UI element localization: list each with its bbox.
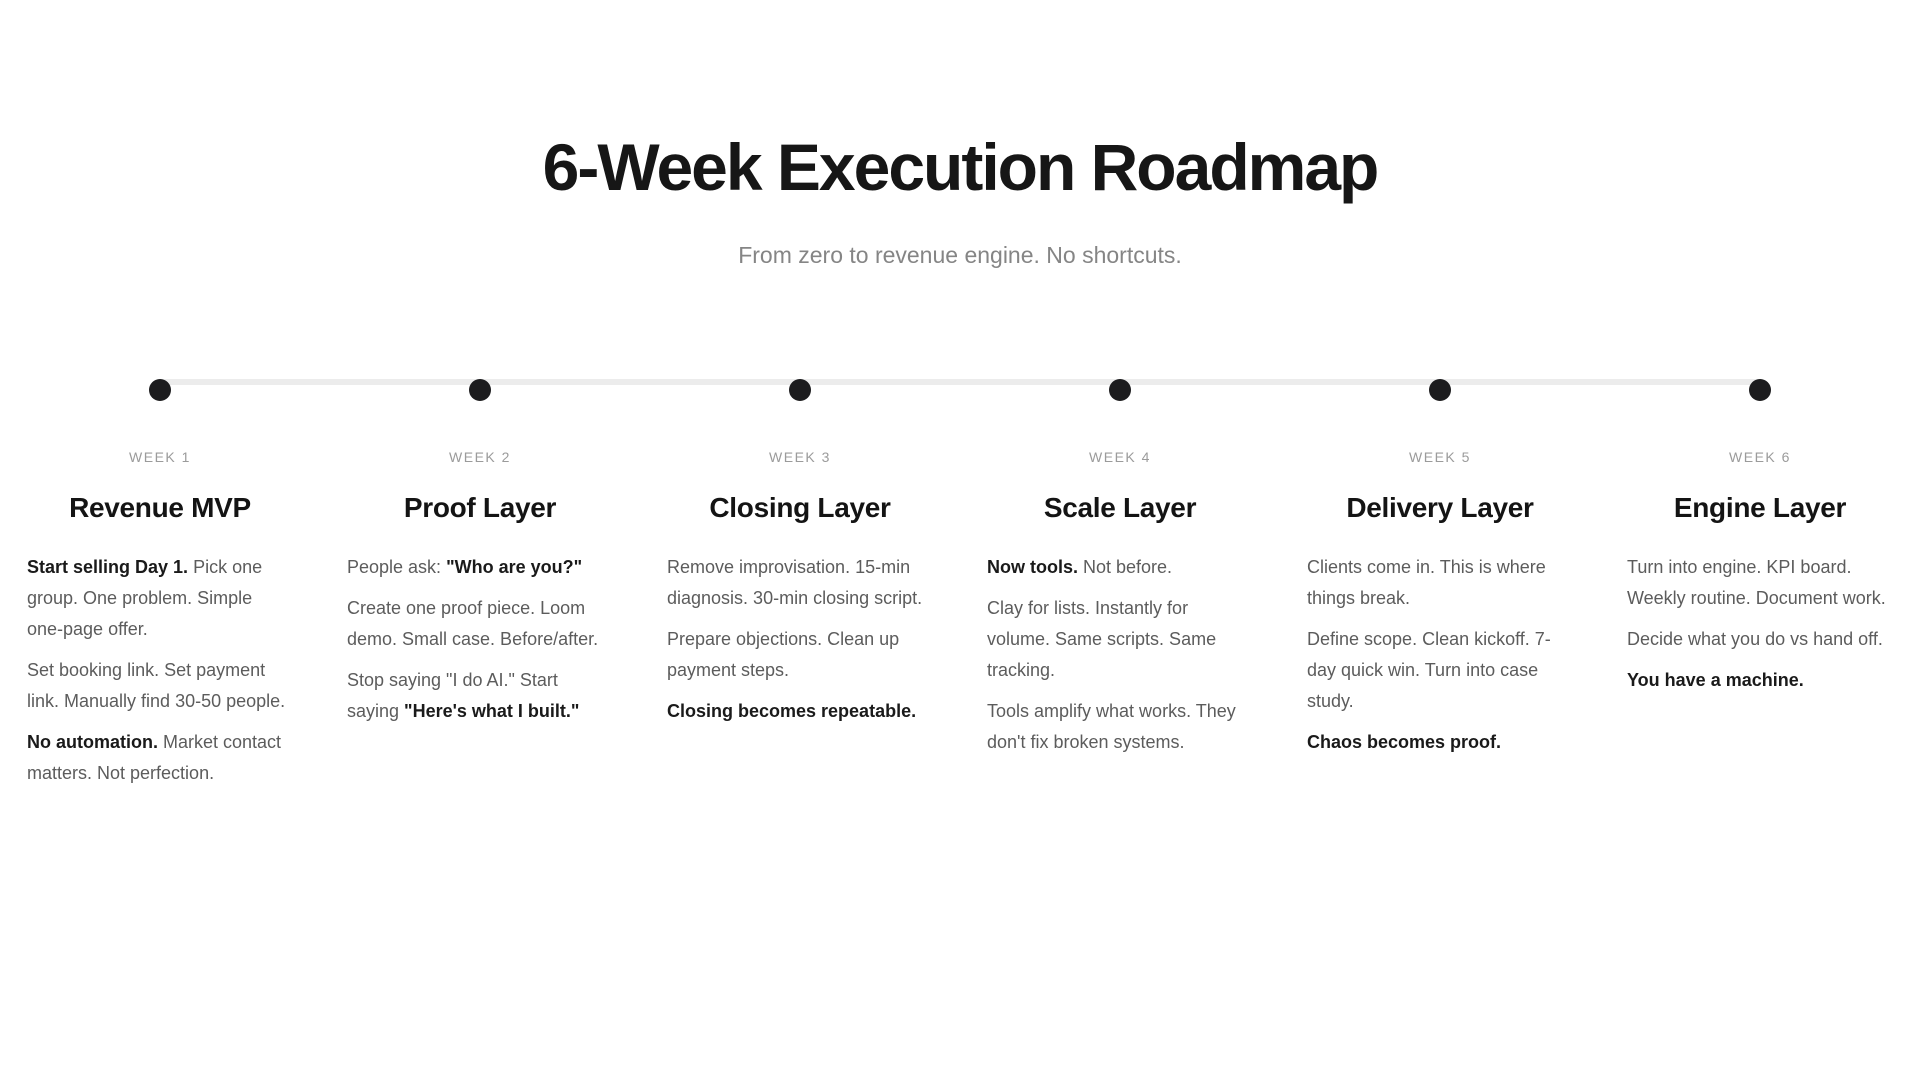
week-column: WEEK 4 Scale Layer Now tools. Not before…: [960, 449, 1280, 790]
page-subtitle: From zero to revenue engine. No shortcut…: [738, 242, 1182, 268]
week-title: Scale Layer: [1043, 491, 1197, 523]
week-column: WEEK 6 Engine Layer Turn into engine. KP…: [1600, 449, 1920, 790]
week-paragraph-bold-text: You have a machine.: [1627, 670, 1804, 691]
week-column: WEEK 2 Proof Layer People ask: "Who are …: [320, 449, 640, 790]
week-paragraph-bold-text: "Here's what I built.": [404, 701, 580, 722]
week-paragraph-bold-text: Closing becomes repeatable.: [667, 701, 917, 722]
week-label: WEEK 5: [1409, 448, 1471, 465]
week-body: Clients come in. This is where things br…: [1307, 552, 1573, 758]
week-paragraph: Clay for lists. Instantly for volume. Sa…: [987, 598, 1217, 681]
week-label: WEEK 3: [769, 448, 831, 465]
week-column: WEEK 1 Revenue MVP Start selling Day 1. …: [0, 449, 320, 790]
week-title: Delivery Layer: [1346, 491, 1534, 523]
timeline-dot: [1749, 378, 1771, 401]
week-paragraph: Stop saying "I do AI." Start saying "Her…: [347, 670, 580, 722]
week-column: WEEK 3 Closing Layer Remove improvisatio…: [640, 449, 960, 790]
week-paragraph: Define scope. Clean kickoff. 7-day quick…: [1307, 629, 1551, 712]
timeline-dot: [1109, 378, 1131, 401]
week-title: Revenue MVP: [69, 491, 251, 523]
week-paragraph-bold-text: Chaos becomes proof.: [1307, 732, 1502, 753]
week-label: WEEK 4: [1089, 448, 1151, 465]
week-title: Closing Layer: [709, 491, 891, 523]
timeline: [0, 378, 1920, 401]
week-paragraph: Remove improvisation. 15-min diagnosis. …: [667, 557, 923, 609]
week-label: WEEK 6: [1729, 448, 1791, 465]
week-paragraph-bold-text: Now tools.: [987, 557, 1078, 578]
week-paragraph: Set booking link. Set payment link. Manu…: [27, 660, 286, 712]
week-label: WEEK 2: [449, 448, 511, 465]
week-column: WEEK 5 Delivery Layer Clients come in. T…: [1280, 449, 1600, 790]
week-paragraph: Closing becomes repeatable.: [667, 696, 933, 727]
week-label: WEEK 1: [129, 448, 191, 465]
week-paragraph: Prepare objections. Clean up payment ste…: [667, 629, 900, 681]
week-paragraph: People ask: "Who are you?": [347, 557, 583, 578]
week-paragraph: Start selling Day 1. Pick one group. One…: [27, 557, 263, 640]
week-paragraph: Tools amplify what works. They don't fix…: [987, 701, 1236, 753]
page-title: 6-Week Execution Roadmap: [542, 130, 1380, 204]
page-header: 6-Week Execution Roadmap From zero to re…: [0, 0, 1920, 273]
week-title: Engine Layer: [1673, 491, 1847, 523]
week-body: Remove improvisation. 15-min diagnosis. …: [667, 552, 933, 727]
week-paragraph: Decide what you do vs hand off.: [1627, 629, 1883, 650]
timeline-dot: [148, 378, 171, 401]
week-paragraph: Turn into engine. KPI board. Weekly rout…: [1627, 557, 1886, 609]
week-body: Start selling Day 1. Pick one group. One…: [27, 552, 293, 789]
week-paragraph-bold-text: Start selling Day 1.: [27, 557, 189, 578]
week-paragraph-bold-text: "Who are you?": [446, 557, 583, 578]
week-paragraph-bold-text: No automation.: [27, 732, 158, 753]
week-body: Turn into engine. KPI board. Weekly rout…: [1627, 552, 1893, 696]
timeline-dot: [789, 378, 811, 401]
timeline-line: [159, 378, 1761, 385]
weeks-grid: WEEK 1 Revenue MVP Start selling Day 1. …: [0, 449, 1920, 790]
week-body: Now tools. Not before. Clay for lists. In…: [987, 552, 1253, 758]
week-title: Proof Layer: [403, 491, 557, 523]
timeline-dot: [469, 378, 491, 401]
week-body: People ask: "Who are you?" Create one pro…: [347, 552, 613, 727]
week-paragraph: Chaos becomes proof.: [1307, 727, 1573, 758]
week-paragraph: Clients come in. This is where things br…: [1307, 557, 1546, 609]
week-paragraph: Create one proof piece. Loom demo. Small…: [347, 598, 599, 650]
week-paragraph: Now tools. Not before.: [987, 557, 1173, 578]
week-paragraph: No automation. Market contact matters. N…: [27, 732, 282, 784]
timeline-dot: [1429, 378, 1451, 401]
week-paragraph: You have a machine.: [1627, 665, 1893, 696]
